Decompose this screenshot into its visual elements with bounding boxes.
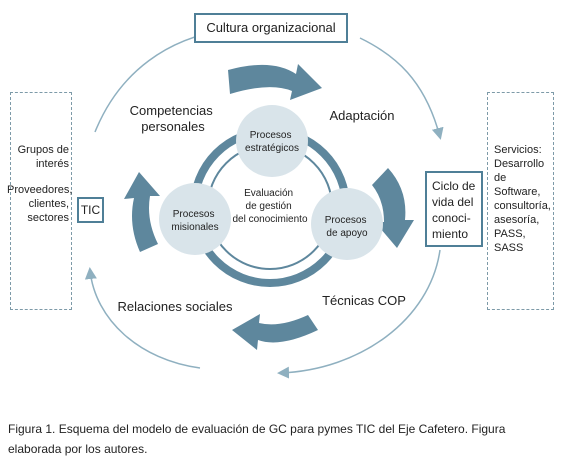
tic-label: TIC [80,203,101,217]
figure-caption: Figura 1. Esquema del modelo de evaluaci… [8,422,506,456]
circle-apoyo [311,188,383,260]
servicios-text: Servicios: Desarrollo de Software, consu… [494,144,551,254]
grupos-interes-text: Grupos de interés [17,144,69,170]
circle-misionales-label: Procesos misionales [171,209,218,233]
circle-estrategicos-label: Procesos estratégicos [245,130,299,154]
cultura-organizacional-box: Cultura organizacional [194,13,348,43]
tic-box: TIC [77,197,104,223]
right-panel: Servicios: Desarrollo de Software, consu… [487,92,554,310]
ciclo-vida-box: Ciclo de vida del conoci- miento [425,171,483,247]
label-tecnicas: Técnicas COP [322,293,406,308]
circle-apoyo-label: Procesos de apoyo [325,215,369,239]
bold-arrow-left [124,172,160,252]
label-competencias: Competencias personales [130,103,217,134]
bold-arrow-top [228,64,322,100]
bold-arrow-bottom [232,314,318,350]
center-label: Evaluación de gestión del conocimiento [232,188,307,225]
cultura-organizacional-label: Cultura organizacional [206,20,336,35]
arc-top-right [359,37,444,140]
knowledge-management-diagram: Procesos estratégicos Procesos misionale… [84,25,444,379]
proveedores-text: Proveedores, clientes, sectores [7,184,73,224]
arc-bottom-right [277,249,441,379]
label-relaciones: Relaciones sociales [118,299,233,314]
left-panel: Grupos de interés Proveedores, clientes,… [7,92,73,310]
circle-estrategicos [236,105,308,177]
circle-misionales [159,183,231,255]
arc-bottom-left [84,267,201,369]
label-adaptacion: Adaptación [329,108,394,123]
